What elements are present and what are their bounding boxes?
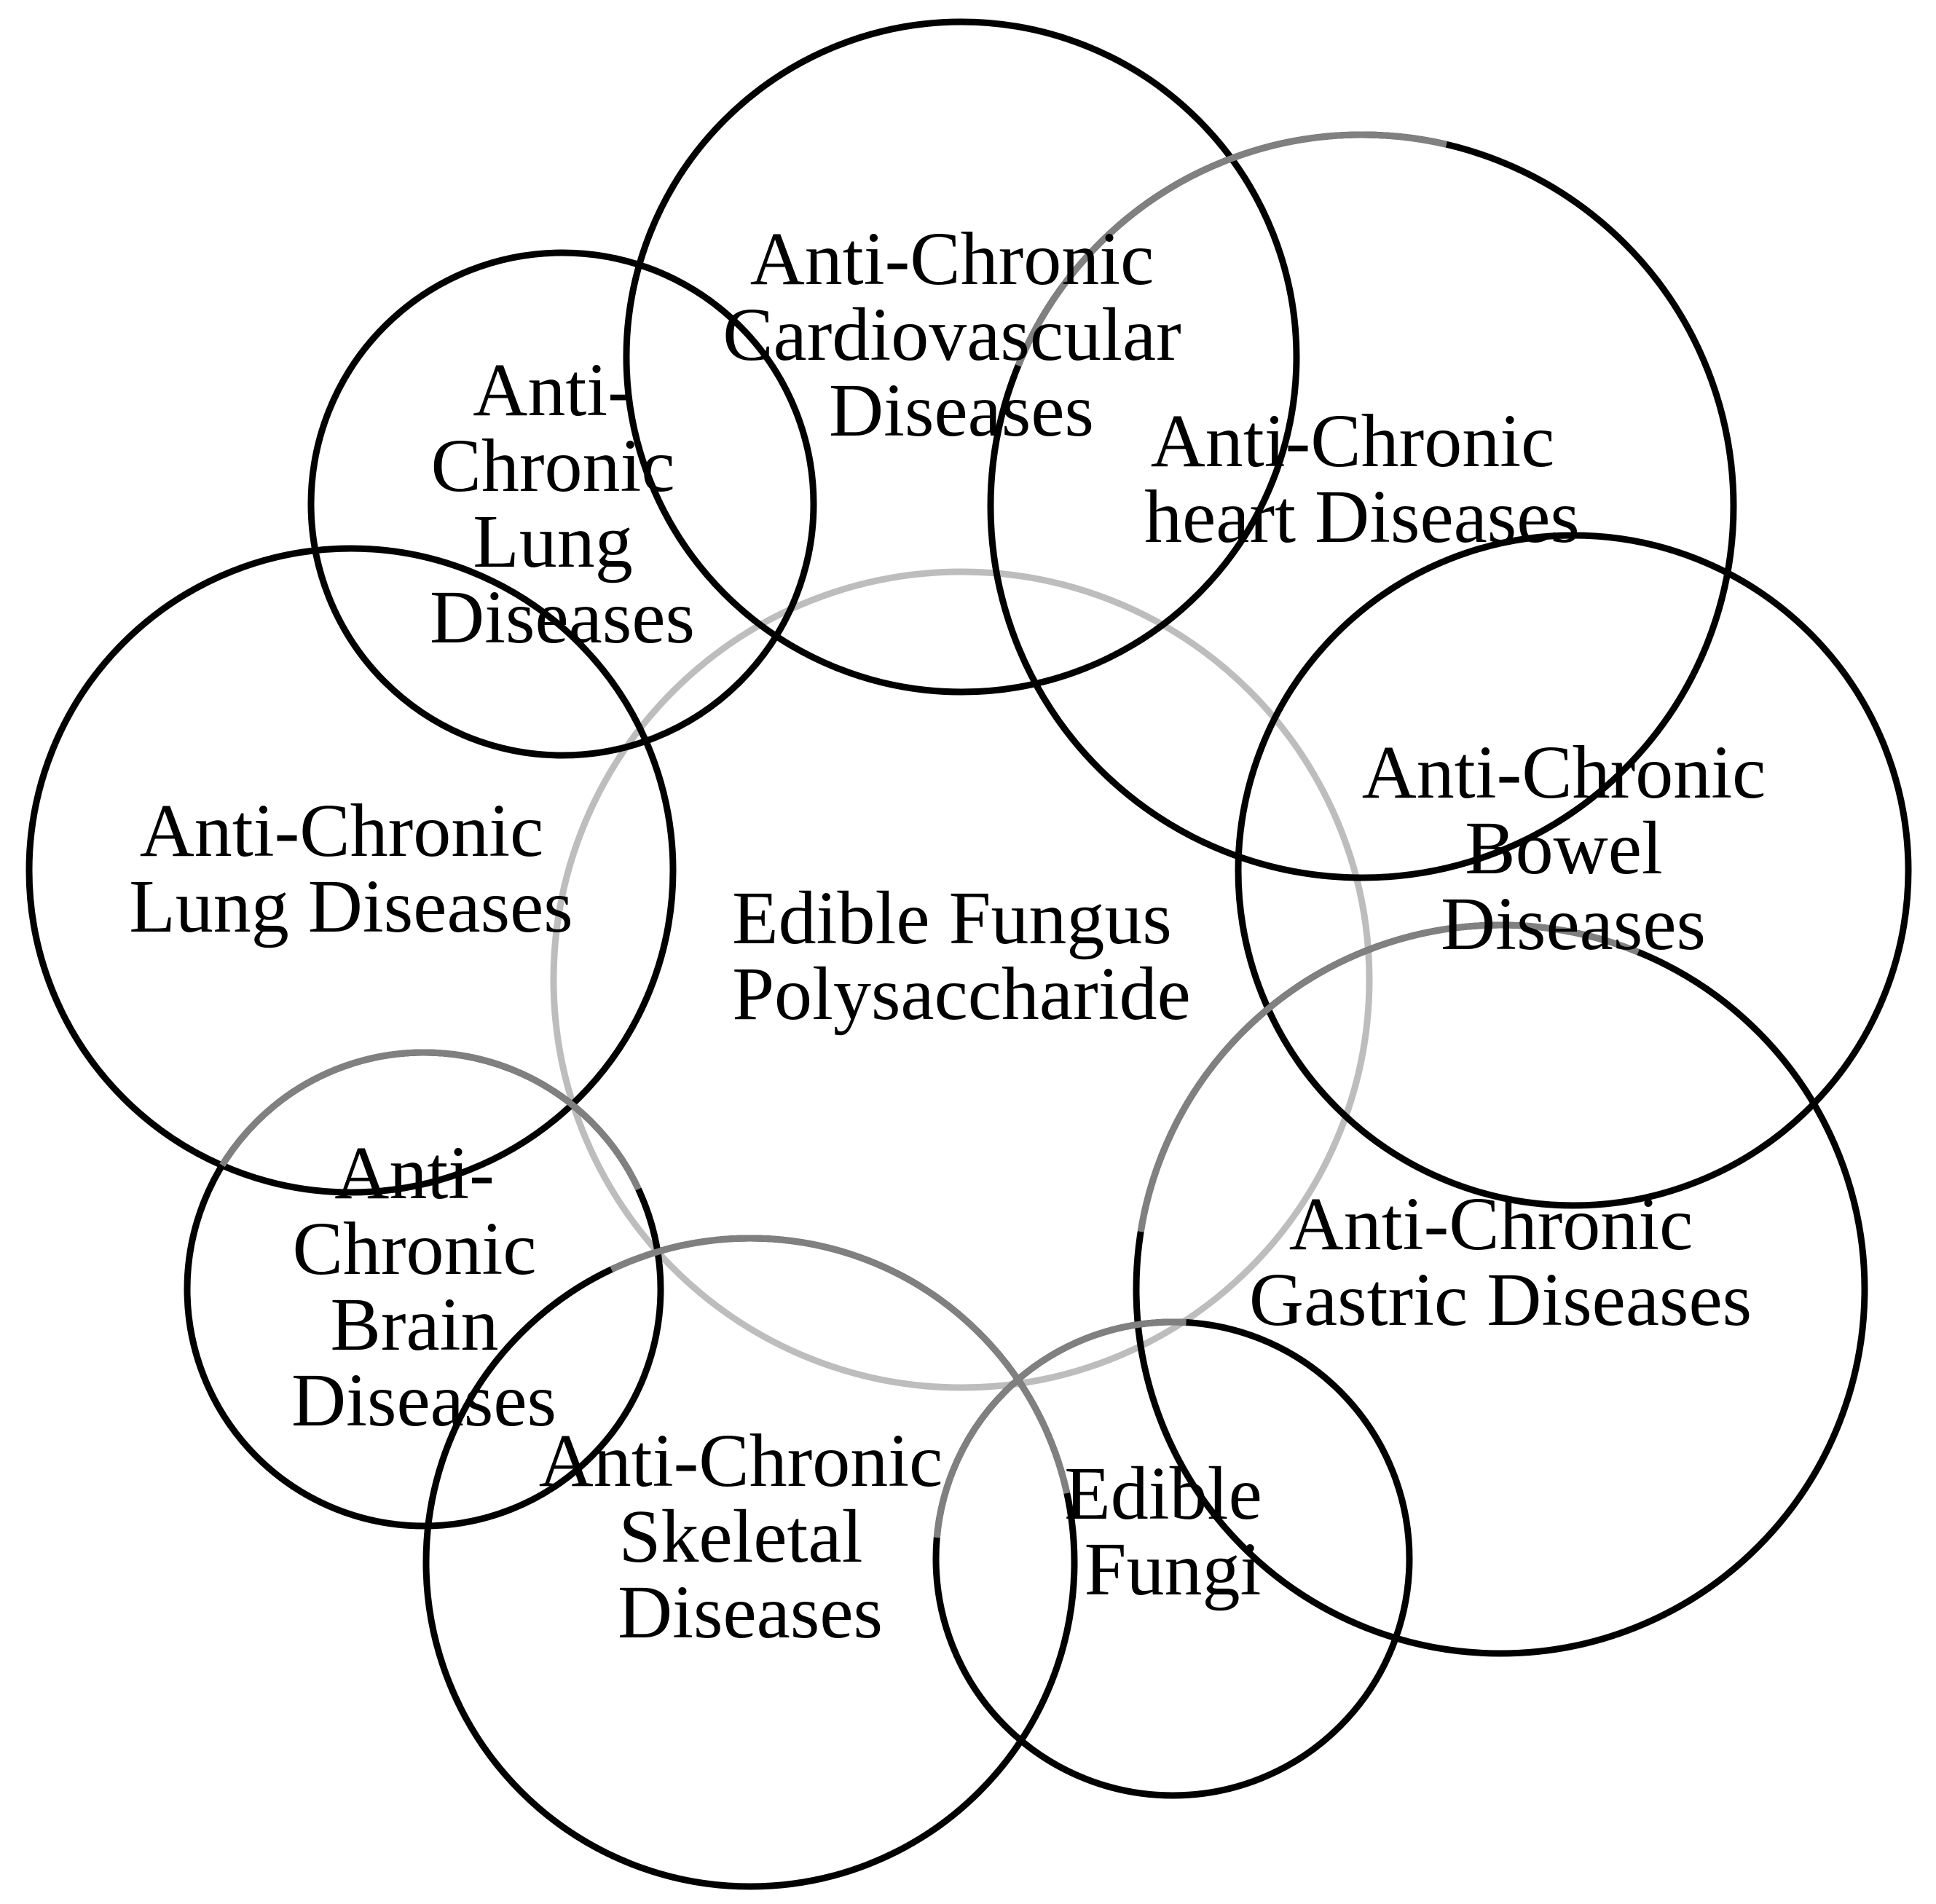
label-lung-upper-line: Lung	[473, 500, 633, 583]
circle-brain-overlay	[184, 1049, 664, 1530]
circle-lung-outer	[25, 545, 677, 1196]
label-cardiovascular-line: Diseases	[829, 369, 1094, 452]
label-bowel: Anti-Chronic Bowel Diseases	[1362, 731, 1785, 966]
label-center-line: Polysaccharide	[732, 952, 1191, 1036]
label-heart-line: Anti-Chronic	[1151, 399, 1555, 483]
circle-center	[550, 568, 1373, 1391]
label-brain: Anti- Chronic Brain Diseases	[291, 1131, 556, 1442]
label-skeletal: Anti-Chronic Skeletal Diseases	[539, 1419, 962, 1654]
label-lung-upper-line: Anti-	[473, 348, 633, 432]
label-lung-upper-line: Diseases	[430, 575, 695, 659]
circle-bowel	[1235, 532, 1912, 1209]
label-gastric-line: Gastric Diseases	[1249, 1258, 1752, 1342]
label-cardiovascular-line: Anti-Chronic	[750, 217, 1154, 301]
label-edible-fungi-line: Fungi	[1085, 1527, 1262, 1611]
label-bowel-line: Diseases	[1441, 882, 1706, 966]
circle-gastric-overlay	[1133, 921, 1868, 1657]
label-lung-outer-line: Lung Diseases	[129, 865, 572, 948]
circle-edible-fungi-overlay	[932, 1318, 1413, 1799]
circle-lung-upper	[307, 249, 817, 759]
label-edible-fungi-line: Edible	[1064, 1452, 1262, 1535]
circle-cardiovascular	[623, 18, 1300, 696]
label-gastric: Anti-Chronic Gastric Diseases	[1249, 1182, 1752, 1342]
label-skeletal-line: Diseases	[618, 1570, 883, 1654]
label-skeletal-line: Anti-Chronic	[539, 1419, 943, 1503]
label-cardiovascular: Anti-Chronic Cardiovascular Diseases	[723, 217, 1200, 452]
label-heart-line: heart Diseases	[1144, 475, 1580, 559]
label-heart: Anti-Chronic heart Diseases	[1144, 399, 1580, 559]
label-brain-line: Diseases	[291, 1358, 556, 1442]
label-cardiovascular-line: Cardiovascular	[723, 293, 1181, 377]
label-lung-upper-line: Chronic	[430, 424, 674, 508]
label-lung-upper: Anti- Chronic Lung Diseases	[430, 348, 695, 659]
label-bowel-line: Anti-Chronic	[1362, 731, 1766, 814]
label-edible-fungi: Edible Fungi	[1064, 1452, 1280, 1611]
circle-skeletal-overlay	[422, 1235, 1078, 1890]
label-brain-line: Anti-	[334, 1131, 495, 1215]
label-lung-outer: Anti-Chronic Lung Diseases	[129, 789, 572, 948]
label-gastric-line: Anti-Chronic	[1289, 1182, 1693, 1266]
label-skeletal-line: Skeletal	[618, 1495, 862, 1578]
label-brain-line: Chronic	[292, 1207, 536, 1291]
circle-heart-overlay	[987, 131, 1737, 881]
label-lung-outer-line: Anti-Chronic	[140, 789, 544, 873]
label-bowel-line: Bowel	[1465, 806, 1663, 890]
label-center: Edible Fungus Polysaccharide	[732, 876, 1191, 1036]
label-center-line: Edible Fungus	[732, 876, 1172, 960]
label-brain-line: Brain	[330, 1283, 498, 1366]
